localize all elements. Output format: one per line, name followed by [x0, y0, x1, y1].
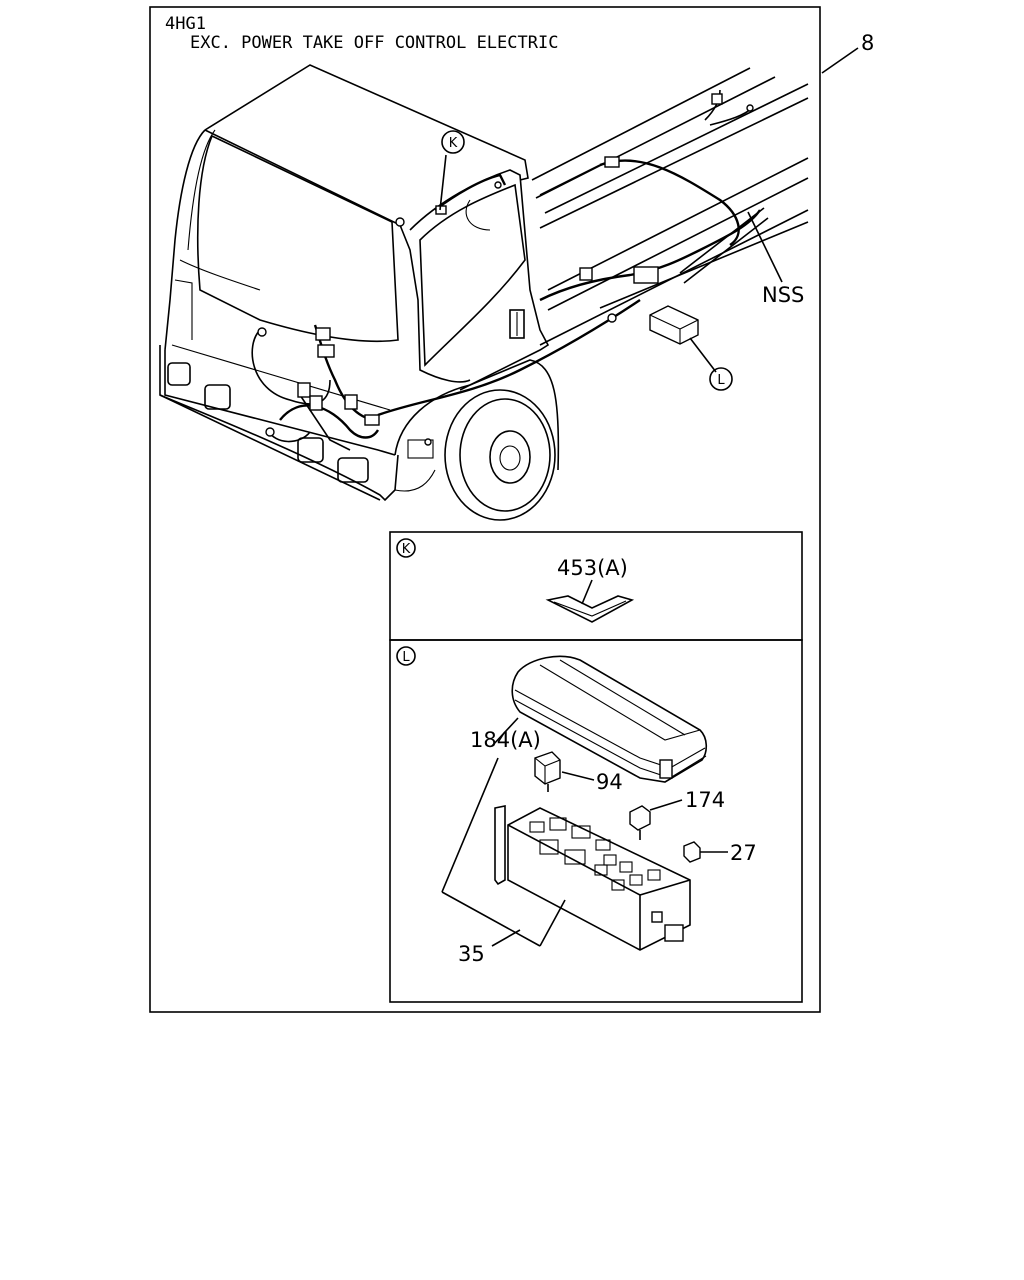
- tape-part-453: [545, 595, 635, 623]
- callout-k-marker: K: [449, 136, 458, 151]
- engine-code-label: 4HG1: [165, 14, 206, 34]
- part-174-label: 174: [685, 788, 725, 812]
- part-35-label: 35: [458, 942, 485, 966]
- detail-l-marker: L: [402, 650, 410, 665]
- diagram-frame: [149, 6, 821, 1013]
- detail-k-panel: K 453(A): [389, 531, 803, 641]
- relay-box-base: [494, 805, 691, 951]
- relay-box-cover: [511, 655, 708, 783]
- fuse-part-174: [629, 799, 683, 840]
- callout-nss: NSS: [747, 211, 804, 307]
- callout-nss-label: NSS: [762, 283, 804, 307]
- callout-k-on-truck: K: [439, 130, 465, 211]
- callout-8: 8: [821, 31, 874, 74]
- relay-part-94: [534, 751, 595, 792]
- callout-8-label: 8: [861, 31, 874, 55]
- cab-body: [159, 64, 560, 502]
- detail-l-panel: L 94 174 27: [389, 639, 803, 1003]
- truck-illustration: K L NSS: [159, 64, 809, 521]
- detail-k-box: [389, 531, 803, 641]
- detail-k-marker: K: [402, 542, 411, 557]
- fuse-part-27: [683, 841, 728, 863]
- callout-l-marker: L: [717, 373, 725, 388]
- part-184-label: 184(A): [470, 728, 541, 752]
- front-wheel: [444, 389, 556, 521]
- wiring-harness: [251, 89, 761, 451]
- diagram-title: EXC. POWER TAKE OFF CONTROL ELECTRIC: [190, 33, 558, 53]
- detail-l-box: [389, 639, 803, 1003]
- callout-l-on-truck: L: [689, 337, 733, 391]
- part-453-label: 453(A): [557, 556, 628, 580]
- part-94-label: 94: [596, 770, 623, 794]
- part-27-label: 27: [730, 841, 757, 865]
